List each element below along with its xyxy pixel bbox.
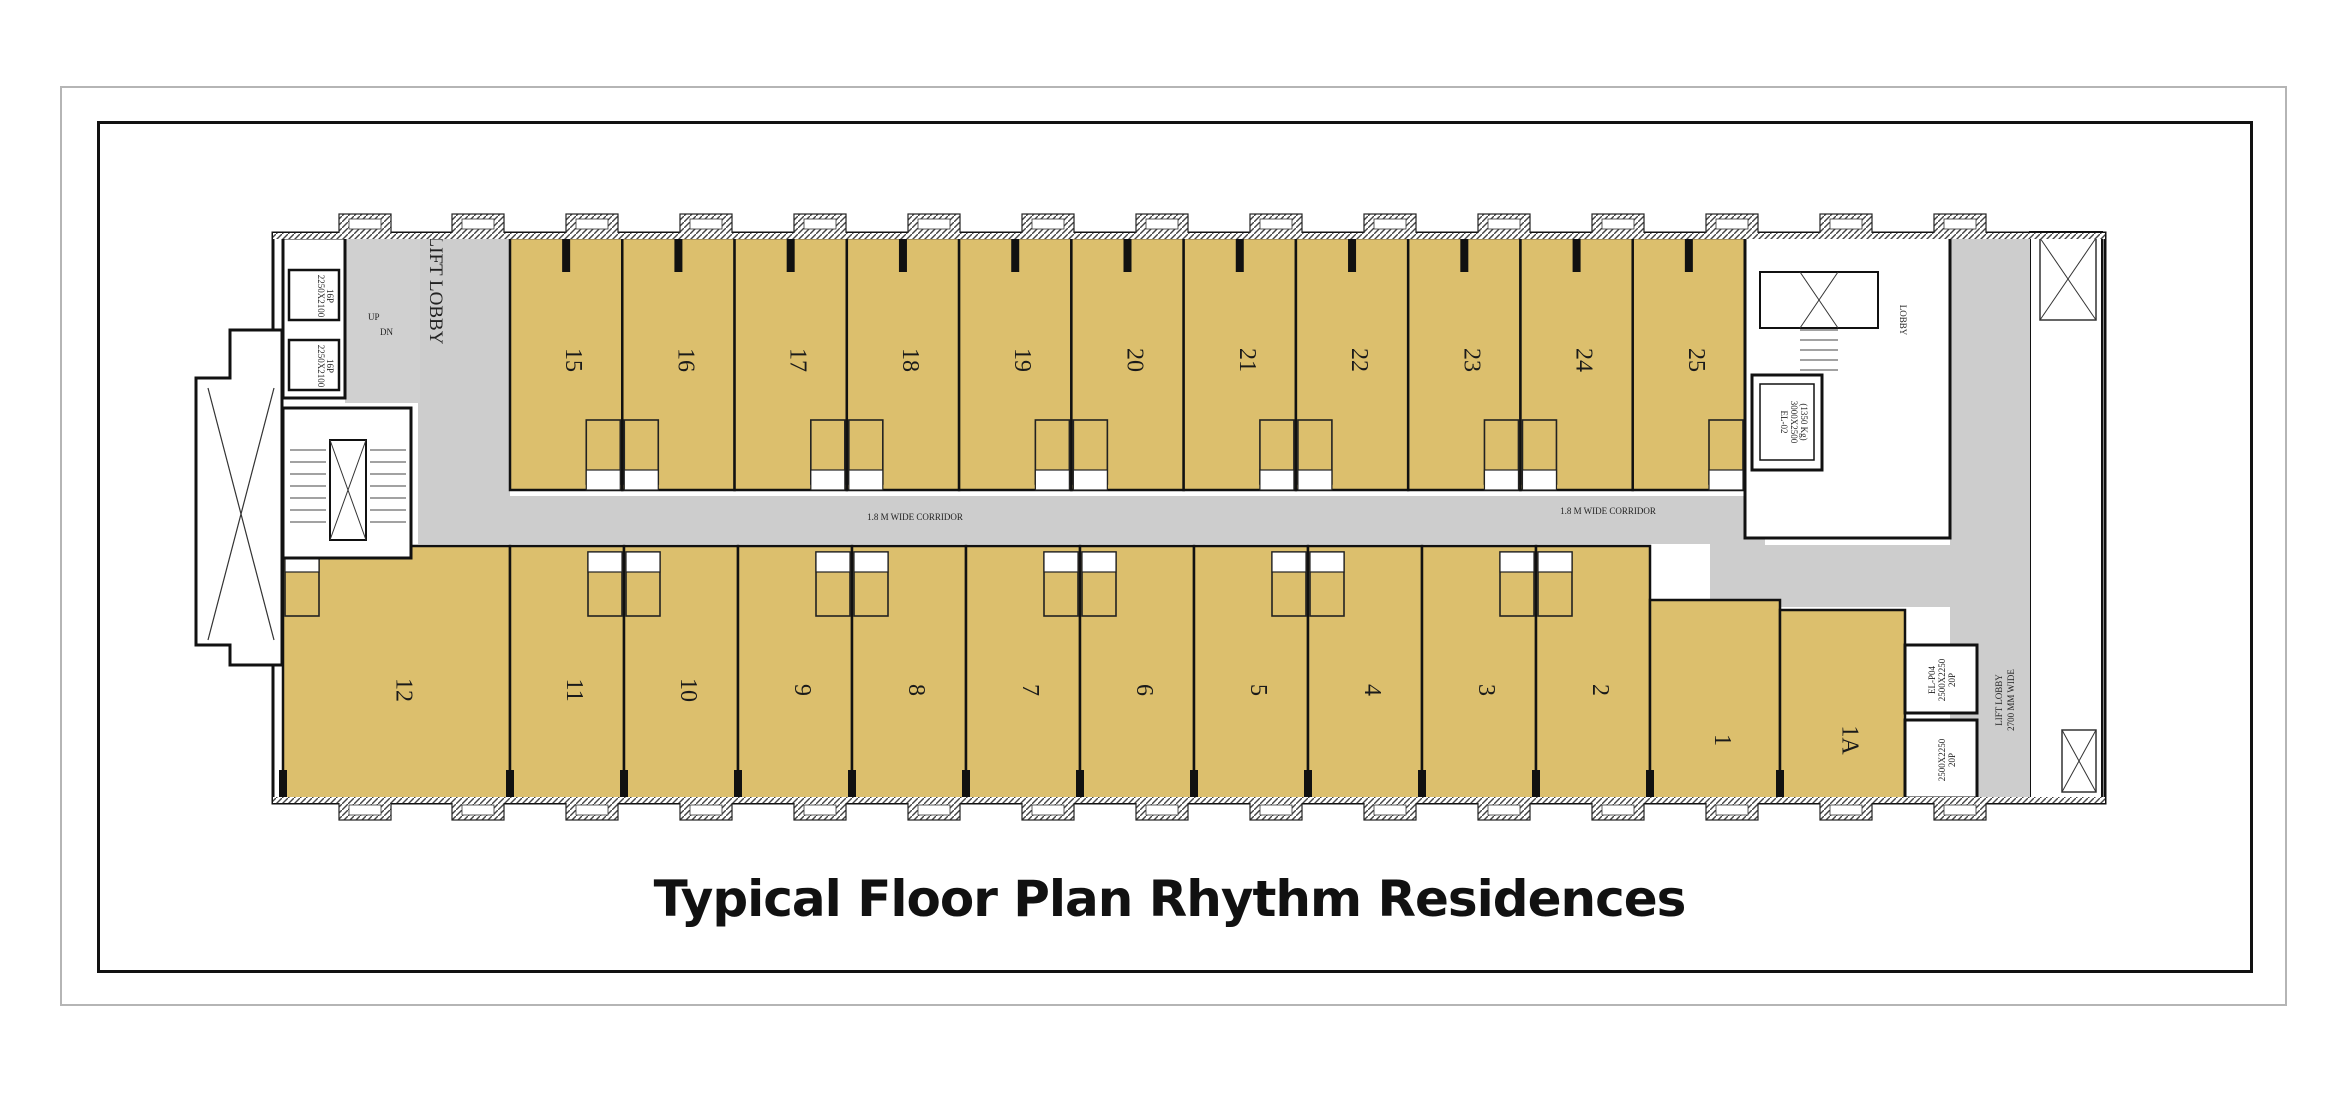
unit-1: 1 bbox=[1646, 598, 1782, 802]
unit-label-16: 16 bbox=[672, 348, 698, 372]
lift2-cap: 16P bbox=[325, 359, 335, 373]
lift-car-2 bbox=[287, 338, 341, 392]
unit-25: 25 bbox=[1631, 236, 1747, 492]
unit-label-22: 22 bbox=[1346, 348, 1372, 372]
unit-1A: 1A bbox=[1776, 608, 1907, 802]
unit-16: 16 bbox=[621, 236, 736, 492]
unit-label-7: 7 bbox=[1017, 684, 1043, 696]
lobby-label: LOBBY bbox=[1898, 305, 1908, 336]
unit-11: 11 bbox=[506, 544, 626, 802]
unit-label-15: 15 bbox=[560, 348, 586, 372]
right-lift-lobby-label: LIFT LOBBY bbox=[1994, 674, 2004, 726]
bottom-units: 12 11 10 9 8 7 6 5 4 3 2 1 1A bbox=[279, 544, 1907, 802]
unit-15: 15 bbox=[508, 236, 624, 492]
unit-label-19: 19 bbox=[1009, 348, 1035, 372]
outer-frame bbox=[60, 86, 2287, 1006]
right-lift-lobby-width: 2700 MM WIDE bbox=[2006, 669, 2016, 731]
unit-label-2: 2 bbox=[1587, 684, 1613, 696]
unit-label-25: 25 bbox=[1683, 348, 1709, 372]
unit-17: 17 bbox=[733, 236, 849, 492]
right-lift-1 bbox=[1903, 643, 1979, 715]
right-balcony bbox=[2029, 231, 2103, 803]
right-lift-1-id: EL-P04 bbox=[1927, 666, 1937, 694]
unit-label-21: 21 bbox=[1234, 348, 1260, 372]
unit-20: 20 bbox=[1070, 236, 1185, 492]
lift-lobby-label: LIFT LOBBY bbox=[425, 236, 446, 345]
unit-8: 8 bbox=[848, 544, 968, 802]
right-lift-1-cap: 20P bbox=[1947, 673, 1957, 687]
unit-5: 5 bbox=[1190, 544, 1310, 802]
unit-label-24: 24 bbox=[1571, 348, 1597, 372]
lift1-size: 2250X2100 bbox=[316, 275, 326, 318]
unit-label-8: 8 bbox=[903, 684, 929, 696]
unit-3: 3 bbox=[1418, 544, 1538, 802]
unit-24: 24 bbox=[1519, 236, 1634, 492]
dn-label: DN bbox=[380, 327, 393, 337]
unit-label-18: 18 bbox=[897, 348, 923, 372]
plan-title: Typical Floor Plan Rhythm Residences bbox=[653, 870, 1687, 928]
lift1-cap: 16P bbox=[325, 289, 335, 303]
unit-label-5: 5 bbox=[1245, 684, 1271, 696]
service-lift-id: EL-02 bbox=[1779, 411, 1789, 434]
balconies bbox=[273, 213, 2105, 821]
unit-18: 18 bbox=[845, 236, 961, 492]
unit-2: 2 bbox=[1532, 544, 1652, 802]
unit-label-12: 12 bbox=[391, 678, 417, 702]
unit-22: 22 bbox=[1294, 236, 1410, 492]
left-void bbox=[194, 328, 284, 667]
unit-19: 19 bbox=[957, 236, 1073, 492]
right-lift-2-size: 2500X2250 bbox=[1937, 738, 1947, 781]
lift-car-1 bbox=[287, 268, 341, 322]
top-units: 15 16 17 18 19 20 21 22 23 24 25 bbox=[508, 236, 1747, 492]
unit-6: 6 bbox=[1076, 544, 1196, 802]
unit-23: 23 bbox=[1406, 236, 1522, 492]
unit-label-1: 1 bbox=[1709, 734, 1735, 746]
unit-label-9: 9 bbox=[789, 684, 815, 696]
service-lift-cap: (1350 Kg) bbox=[1799, 403, 1809, 440]
unit-label-11: 11 bbox=[561, 678, 587, 701]
right-lift-2-cap: 20P bbox=[1947, 753, 1957, 767]
unit-7: 7 bbox=[962, 544, 1082, 802]
unit-10: 10 bbox=[620, 544, 740, 802]
corridor-label-left: 1.8 M WIDE CORRIDOR bbox=[867, 512, 963, 522]
lift2-size: 2250X2100 bbox=[316, 345, 326, 388]
inner-frame bbox=[97, 121, 2253, 973]
unit-label-20: 20 bbox=[1122, 348, 1148, 372]
corridor-label-right: 1.8 M WIDE CORRIDOR bbox=[1560, 506, 1656, 516]
unit-12: 12 bbox=[279, 544, 512, 802]
unit-4: 4 bbox=[1304, 544, 1424, 802]
left-core: 2250X2100 16P 2250X2100 16P UP DN LIFT L… bbox=[281, 236, 446, 560]
unit-label-1A: 1A bbox=[1837, 725, 1863, 755]
unit-label-10: 10 bbox=[675, 678, 701, 702]
unit-label-17: 17 bbox=[785, 348, 811, 372]
unit-label-23: 23 bbox=[1458, 348, 1484, 372]
unit-label-3: 3 bbox=[1473, 684, 1499, 696]
up-label: UP bbox=[368, 312, 380, 322]
right-lift-1-size: 2500X2250 bbox=[1937, 658, 1947, 701]
service-lift-size: 3000X2500 bbox=[1789, 401, 1799, 444]
unit-9: 9 bbox=[734, 544, 854, 802]
unit-21: 21 bbox=[1182, 236, 1298, 492]
unit-label-4: 4 bbox=[1359, 684, 1385, 696]
unit-label-6: 6 bbox=[1131, 684, 1157, 696]
